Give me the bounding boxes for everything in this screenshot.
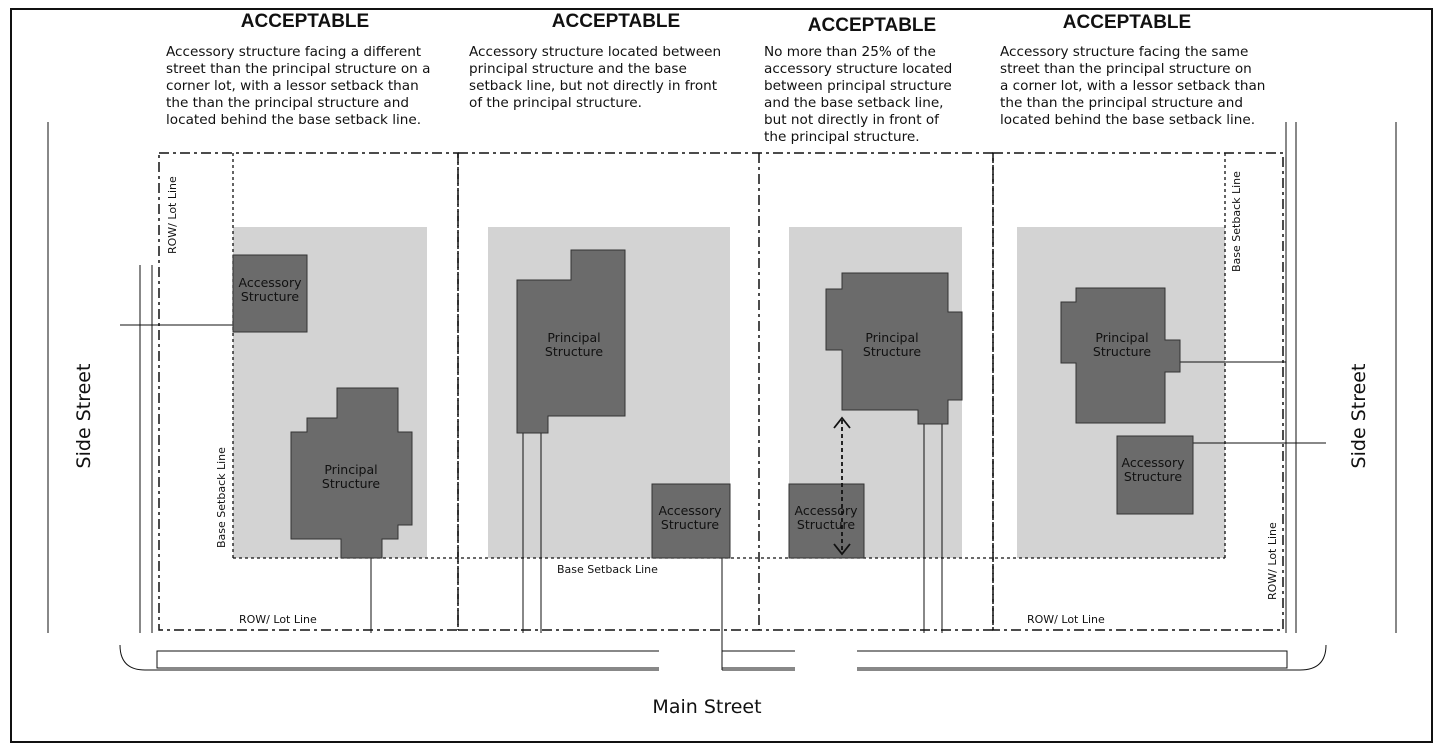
curb-main-street: [119, 644, 1327, 671]
side-street-label-right: Side Street: [1348, 364, 1370, 469]
driveway-gap-2: [795, 648, 857, 672]
lot-3-accessory-structure: [788, 483, 865, 559]
side-street-label-left: Side Street: [73, 364, 95, 469]
base-setback-line-label-left: Base Setback Line: [215, 447, 228, 548]
panel-1-description: Accessory structure facing a different s…: [166, 44, 431, 128]
panel-2-description: Accessory structure located between prin…: [469, 44, 722, 111]
lot-lines: [158, 152, 1284, 631]
diagram-frame: [10, 8, 1433, 743]
lot-4-accessory-structure: [1116, 435, 1194, 515]
lot-4-principal-structure: [1060, 287, 1181, 424]
main-street-label: Main Street: [652, 696, 761, 718]
row-lot-line-label-left: ROW/ Lot Line: [166, 176, 179, 254]
panel-4-description: Accessory structure facing the same stre…: [1000, 44, 1266, 128]
lot-2-principal-structure: [516, 249, 626, 434]
panel-3-description: No more than 25% of the accessory struct…: [764, 44, 953, 145]
lot-1-principal-structure: [290, 387, 413, 559]
setback-distance-arrow: [833, 416, 851, 556]
lot-2-accessory-structure: [651, 483, 731, 559]
panel-3-heading: ACCEPTABLE: [807, 15, 937, 36]
base-setback-line-label: Base Setback Line: [557, 563, 658, 576]
row-lot-line-label-bottom-left: ROW/ Lot Line: [239, 613, 317, 626]
row-lot-line-label-right: ROW/ Lot Line: [1266, 522, 1279, 600]
row-lot-line-label-bottom-right: ROW/ Lot Line: [1027, 613, 1105, 626]
panel-2-heading: ACCEPTABLE: [551, 11, 681, 32]
panel-4-heading: ACCEPTABLE: [1062, 12, 1192, 33]
base-setback-line-label-right: Base Setback Line: [1230, 171, 1243, 272]
lot-1-accessory-structure: [232, 254, 308, 333]
driveway-lines: [120, 324, 1326, 670]
lot-3-principal-structure: [825, 272, 963, 425]
panel-1-heading: ACCEPTABLE: [240, 11, 370, 32]
driveway-gap-1: [659, 648, 722, 672]
base-setback-lines: [232, 153, 1226, 559]
